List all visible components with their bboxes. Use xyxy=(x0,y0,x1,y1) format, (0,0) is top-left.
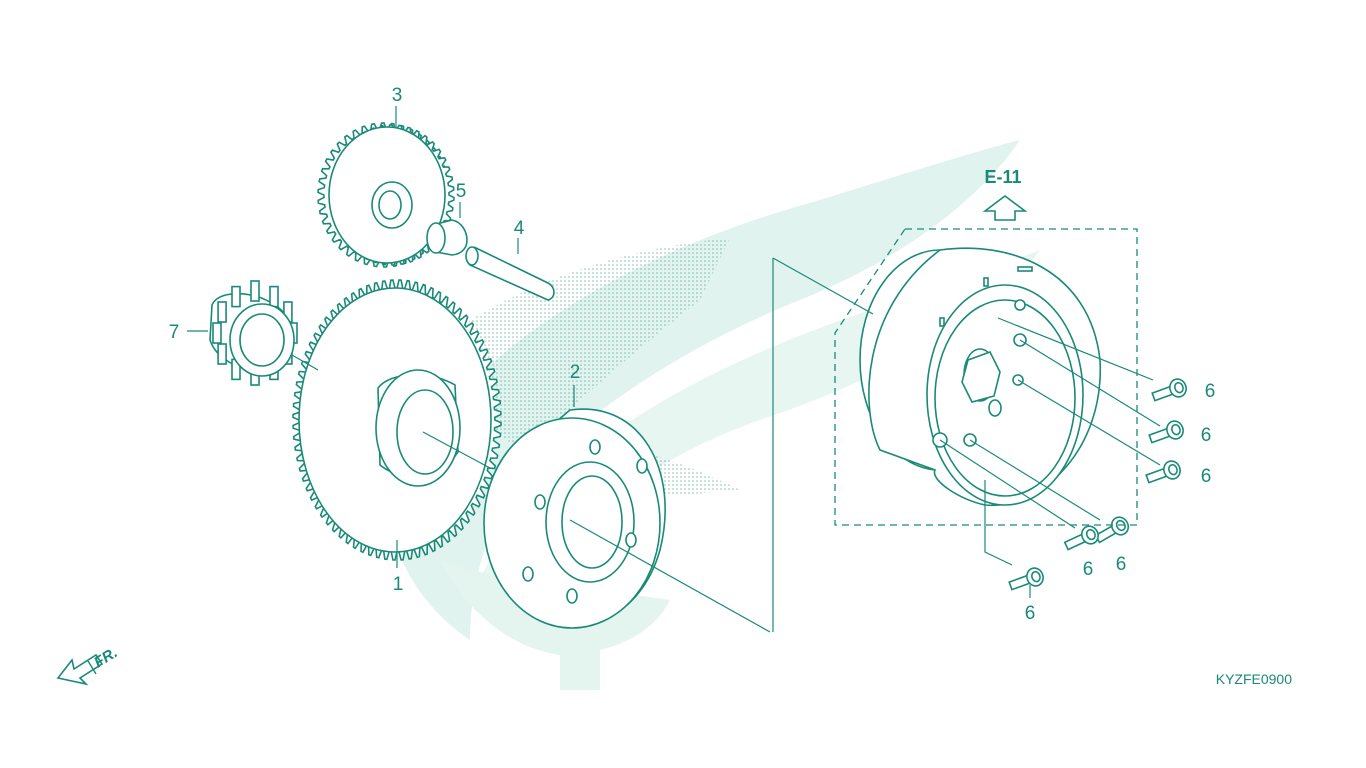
diagram-code: KYZFE0900 xyxy=(1216,671,1292,687)
callout-4[interactable]: 4 xyxy=(514,218,525,239)
reference-box xyxy=(834,228,1138,526)
part-1-starter-gear[interactable] xyxy=(292,279,502,561)
part-3-gear[interactable] xyxy=(317,122,455,268)
leader-lines xyxy=(187,106,1161,633)
callout-6-a[interactable]: 6 xyxy=(1205,381,1216,402)
callout-5[interactable]: 5 xyxy=(456,181,467,202)
part-6-bolts[interactable] xyxy=(1007,377,1188,595)
front-arrow-icon xyxy=(56,653,104,686)
callout-6-b[interactable]: 6 xyxy=(1201,425,1212,446)
callout-1[interactable]: 1 xyxy=(393,574,404,595)
callout-3[interactable]: 3 xyxy=(392,85,403,106)
part-2-starter-clutch[interactable] xyxy=(483,408,666,629)
callout-6-f[interactable]: 6 xyxy=(1025,603,1036,624)
callout-2[interactable]: 2 xyxy=(570,362,581,383)
e11-up-arrow-icon[interactable] xyxy=(982,195,1028,221)
callout-7[interactable]: 7 xyxy=(169,322,180,343)
callout-6-d[interactable]: 6 xyxy=(1116,554,1127,575)
flywheel xyxy=(859,247,1101,506)
part-5-collar[interactable] xyxy=(426,219,468,256)
callout-6-e[interactable]: 6 xyxy=(1083,559,1094,580)
part-4-shaft[interactable] xyxy=(465,246,555,301)
callout-6-c[interactable]: 6 xyxy=(1201,466,1212,487)
reference-label[interactable]: E-11 xyxy=(984,167,1021,187)
part-7-needle-bearing[interactable] xyxy=(209,280,298,386)
